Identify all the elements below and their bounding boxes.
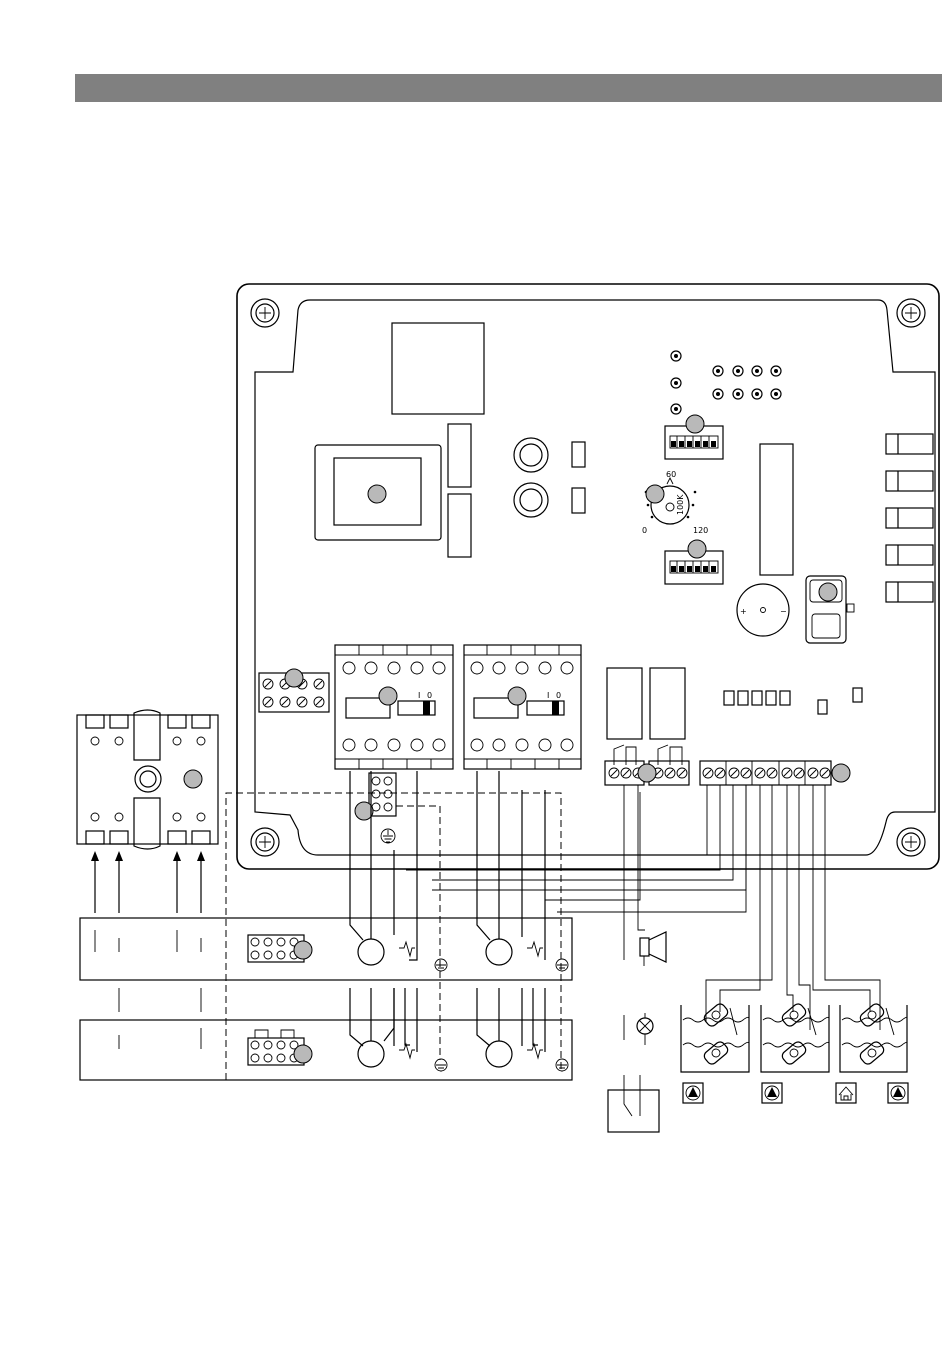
transformer xyxy=(315,323,484,540)
sensor-wiring xyxy=(706,785,880,1030)
relay-icon xyxy=(607,668,685,739)
pump-icon xyxy=(683,1083,908,1103)
level-sensor-tank-3 xyxy=(840,1002,907,1072)
lamp-icon xyxy=(624,1013,653,1045)
dial-scale-right: 120 xyxy=(693,526,708,535)
buzzer-minus: − xyxy=(780,607,787,616)
buzzer-plus: + xyxy=(740,607,747,616)
svg-text:I: I xyxy=(418,691,420,700)
buzzer-icon: + − xyxy=(737,584,789,636)
timer-potentiometer: 60 0 120 100K xyxy=(642,470,708,535)
svg-text:0: 0 xyxy=(556,691,561,700)
fuse-holders xyxy=(448,424,585,557)
signal-wiring xyxy=(406,785,746,960)
dip-switch-lower xyxy=(665,540,723,584)
mains-switch xyxy=(77,710,218,913)
float-switch-icon xyxy=(608,1075,659,1132)
terminal-row-relay xyxy=(605,745,689,785)
screw-head-icon xyxy=(251,299,925,856)
terminal-panel-upper xyxy=(80,918,572,980)
level-sensor-tank-2 xyxy=(761,1002,829,1072)
earth-icon xyxy=(435,959,568,1071)
svg-text:0: 0 xyxy=(427,691,432,700)
horn-icon xyxy=(640,932,666,966)
display-strip xyxy=(760,444,793,575)
dial-scale-left: 0 xyxy=(642,526,647,535)
dial-scale-top: 60 xyxy=(666,470,676,479)
svg-text:I: I xyxy=(547,691,549,700)
contactor-1: I 0 xyxy=(335,645,453,769)
battery-holder xyxy=(806,576,854,643)
terminal-panel-lower xyxy=(80,988,572,1080)
status-boxes xyxy=(724,688,862,714)
dip-switch-upper xyxy=(665,415,723,459)
terminal-row-sensors xyxy=(700,761,850,785)
contactor-2: I 0 xyxy=(464,645,581,769)
level-sensor-tank-1 xyxy=(681,1002,749,1072)
led-indicators xyxy=(671,351,781,414)
terminal-block-small xyxy=(259,669,329,712)
dial-knob-label: 100K xyxy=(676,494,685,515)
house-icon xyxy=(836,1083,856,1103)
earth-terminal xyxy=(355,773,396,843)
side-connectors xyxy=(886,434,933,602)
